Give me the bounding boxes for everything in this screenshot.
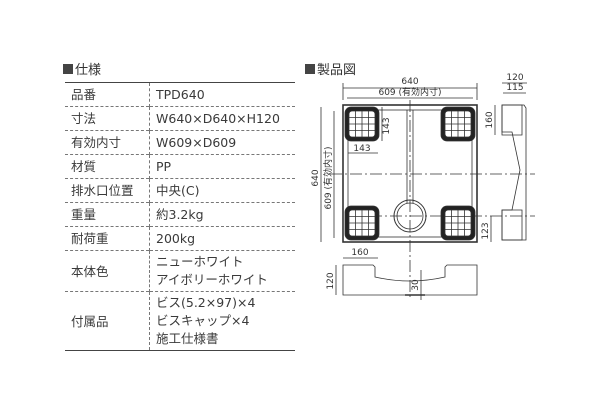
spec-value: W640×D640×H120 <box>150 107 296 131</box>
spec-row: 有効内寸 W609×D609 <box>65 130 296 155</box>
spec-section-title: 仕様 <box>63 59 101 78</box>
spec-row: 材質 PP <box>65 154 296 179</box>
spec-table: 品番 TPD640 寸法 W640×D640×H120 有効内寸 W609×D609 材質 P… <box>65 82 295 351</box>
spec-value: PP <box>150 155 296 179</box>
dim-depth-total: 640 <box>311 169 321 186</box>
spec-row: 耐荷重 200kg <box>65 226 296 251</box>
spec-value: W609×D609 <box>150 131 296 155</box>
spec-row: 寸法 W640×D640×H120 <box>65 106 296 131</box>
spec-value-line: ニューホワイト <box>156 254 244 269</box>
spec-value: TPD640 <box>150 83 296 107</box>
dim-front-height: 120 <box>326 272 336 289</box>
spec-value: ニューホワイトアイボリーホワイト <box>150 251 296 292</box>
spec-row: 排水口位置中央(C) <box>65 178 296 203</box>
spec-label: 品番 <box>65 82 150 107</box>
spec-value: 200kg <box>150 227 296 251</box>
spec-value: 約3.2kg <box>150 203 296 227</box>
dim-pad-h: 143 <box>382 117 392 134</box>
dim-front-160: 160 <box>351 248 368 258</box>
spec-row: 付属品ビス(5.2×97)×4 ビスキャップ×4 施工仕様書 <box>65 291 296 351</box>
square-bullet-icon <box>305 63 315 74</box>
spec-label: 排水口位置 <box>65 178 150 203</box>
dim-pad-w: 143 <box>353 144 370 154</box>
spec-value-line: 200kg <box>156 231 196 246</box>
dim-drain-offset: 123 <box>481 222 491 239</box>
dim-front-drain: 30 <box>411 279 421 291</box>
spec-label: 本体色 <box>65 250 150 292</box>
spec-value-line: ビス(5.2×97)×4 <box>156 295 256 310</box>
spec-label: 耐荷重 <box>65 226 150 251</box>
spec-label: 寸法 <box>65 106 150 131</box>
dim-side-inner: 115 <box>506 83 523 93</box>
spec-value-line: W640×D640×H120 <box>156 111 280 126</box>
spec-value: 中央(C) <box>150 179 296 203</box>
spec-label: 重量 <box>65 202 150 227</box>
spec-label: 材質 <box>65 154 150 179</box>
spec-value-line: 中央(C) <box>156 183 200 198</box>
figure-section-title: 製品図 <box>305 59 356 78</box>
spec-label: 付属品 <box>65 291 150 351</box>
spec-value-line: W609×D609 <box>156 135 237 150</box>
dim-depth-inner: 609 (有効内寸) <box>322 146 334 209</box>
square-bullet-icon <box>63 63 73 74</box>
spec-label: 有効内寸 <box>65 130 150 155</box>
spec-value: ビス(5.2×97)×4 ビスキャップ×4 施工仕様書 <box>150 292 296 351</box>
corner-pad-tl <box>344 106 380 142</box>
spec-value-line: TPD640 <box>156 87 205 102</box>
spec-value-line: 約3.2kg <box>156 207 204 222</box>
dim-width-inner: 609 (有効内寸) <box>378 86 441 98</box>
spec-title-text: 仕様 <box>75 63 102 78</box>
spec-row: 品番 TPD640 <box>65 82 296 107</box>
dim-side-160: 160 <box>485 111 495 128</box>
figure-title-text: 製品図 <box>317 63 357 78</box>
spec-row: 本体色ニューホワイトアイボリーホワイト <box>65 250 296 292</box>
spec-value-line: ビスキャップ×4 <box>156 313 250 328</box>
dim-side-height: 120 <box>506 73 523 83</box>
spec-value-line: 施工仕様書 <box>156 331 219 346</box>
spec-row: 重量約3.2kg <box>65 202 296 227</box>
spec-value-line: PP <box>156 159 172 174</box>
dim-width-total: 640 <box>401 77 418 87</box>
spec-value-line: アイボリーホワイト <box>156 272 268 287</box>
